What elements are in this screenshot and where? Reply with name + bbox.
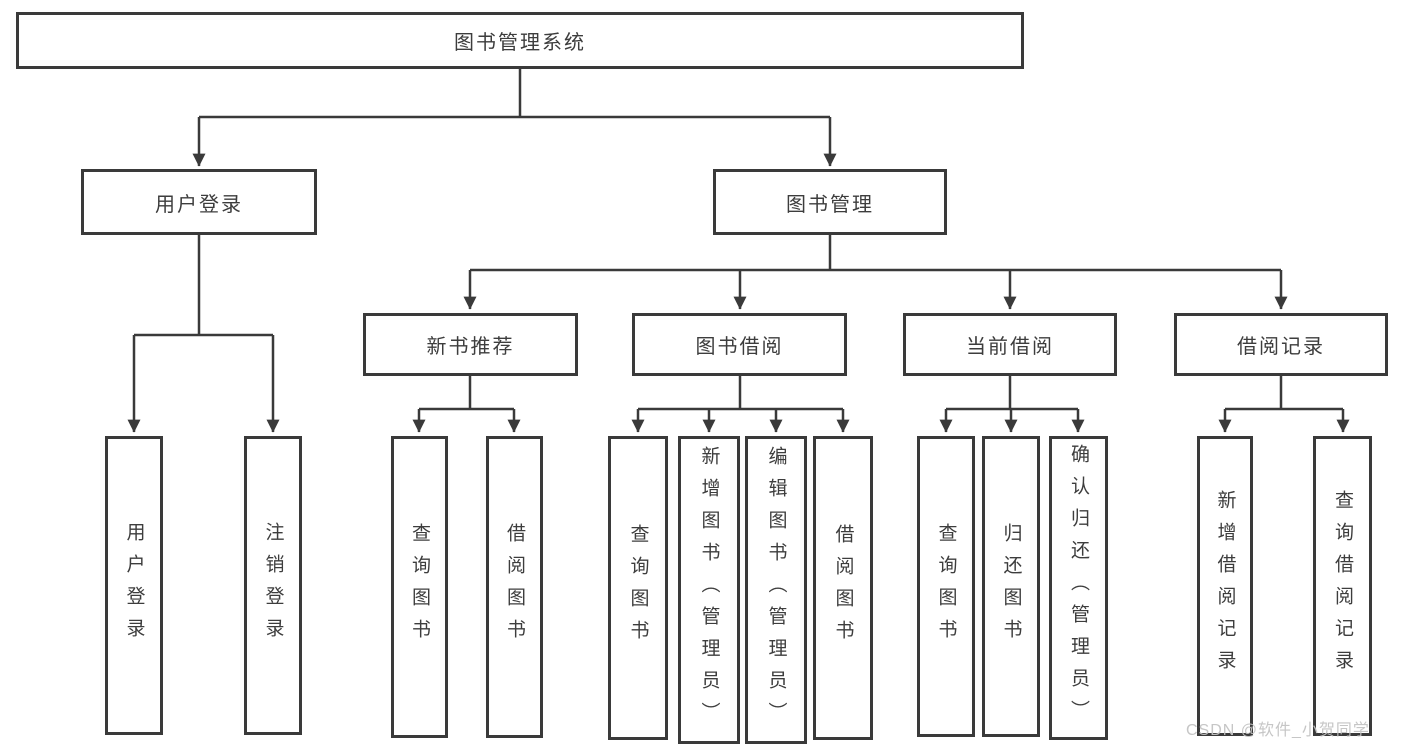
leaf-user-login: 用户登录: [105, 436, 163, 735]
node-label: 注销登录: [262, 521, 284, 650]
node-label: 借阅图书: [832, 524, 854, 652]
leaf-add-borrow-record: 新增借阅记录: [1197, 436, 1253, 736]
node-label: 图书借阅: [695, 336, 784, 358]
node-label: 编辑图书（管理员）: [765, 446, 787, 734]
leaf-recommend-query-books: 查询图书: [391, 436, 448, 738]
node-label: 查询图书: [935, 522, 957, 651]
leaf-confirm-return-admin: 确认归还（管理员）: [1049, 436, 1108, 740]
csdn-watermark: CSDN @软件_小贺同学: [1186, 722, 1370, 739]
node-label: 用户登录: [123, 521, 145, 650]
node-library-management-system: 图书管理系统: [16, 12, 1024, 69]
leaf-query-borrow-record: 查询借阅记录: [1313, 436, 1372, 736]
node-label: 图书管理系统: [454, 32, 586, 54]
node-label: 归还图书: [1000, 522, 1022, 651]
leaf-logout: 注销登录: [244, 436, 302, 735]
node-label: 查询借阅记录: [1332, 490, 1353, 682]
leaf-borrowing-borrow-books: 借阅图书: [813, 436, 873, 740]
node-label: 新书推荐: [426, 336, 515, 358]
leaf-borrowing-query-books: 查询图书: [608, 436, 668, 740]
node-label: 查询图书: [627, 524, 649, 652]
leaf-edit-book-admin: 编辑图书（管理员）: [745, 436, 807, 744]
node-book-borrowing: 图书借阅: [632, 313, 847, 376]
node-label: 借阅图书: [504, 523, 525, 651]
node-new-book-recommendation: 新书推荐: [363, 313, 578, 376]
node-label: 确认归还（管理员）: [1068, 444, 1089, 732]
node-label: 新增图书（管理员）: [698, 446, 720, 734]
node-current-borrowing: 当前借阅: [903, 313, 1117, 376]
node-label: 查询图书: [409, 523, 430, 651]
node-borrowing-records: 借阅记录: [1174, 313, 1388, 376]
node-label: 用户登录: [155, 193, 243, 216]
leaf-add-book-admin: 新增图书（管理员）: [678, 436, 740, 744]
node-book-management: 图书管理: [713, 169, 947, 235]
node-user-login: 用户登录: [81, 169, 317, 235]
leaf-recommend-borrow-books: 借阅图书: [486, 436, 543, 738]
node-label: 新增借阅记录: [1214, 490, 1236, 682]
node-label: 当前借阅: [966, 336, 1054, 358]
node-label: 借阅记录: [1237, 336, 1325, 358]
leaf-return-book: 归还图书: [982, 436, 1040, 737]
node-label: 图书管理: [786, 193, 874, 216]
leaf-current-query-books: 查询图书: [917, 436, 975, 737]
